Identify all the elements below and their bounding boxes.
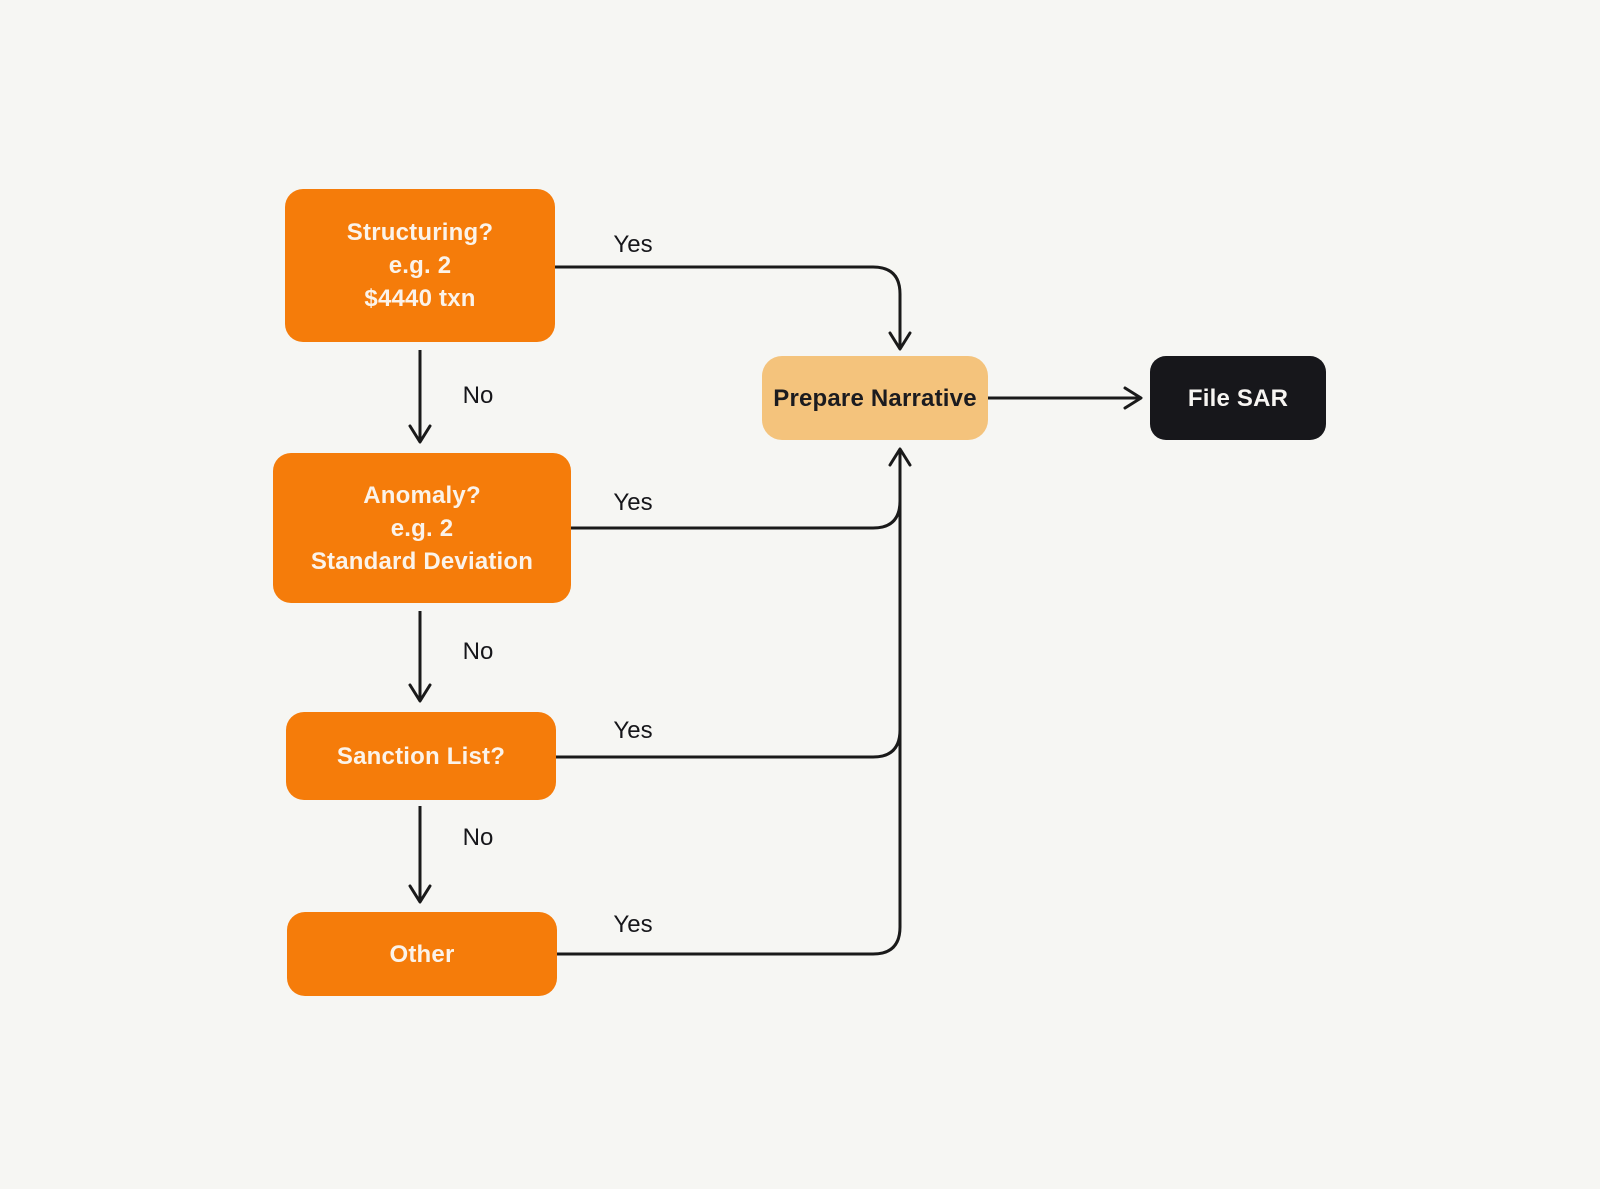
edge-label-structuring-yes: Yes — [613, 231, 653, 258]
edge-label-sanction-no: No — [462, 824, 494, 851]
edge-label-other-yes: Yes — [613, 911, 653, 938]
node-file-sar-label: File SAR — [1187, 384, 1289, 412]
node-structuring-line-3: $4440 txn — [364, 285, 476, 312]
node-prepare-narrative-label: Prepare Narrative — [773, 384, 977, 412]
node-sanction-list: Sanction List? — [286, 712, 556, 800]
edge-label-anomaly-yes: Yes — [613, 489, 653, 516]
node-structuring: Structuring? e.g. 2 $4440 txn — [285, 189, 555, 342]
node-anomaly: Anomaly? e.g. 2 Standard Deviation — [273, 453, 571, 603]
edge-label-anomaly-no: No — [462, 638, 494, 665]
node-anomaly-line-1: Anomaly? — [363, 481, 481, 509]
edge-sanction-yes — [556, 700, 902, 759]
node-other: Other — [287, 912, 557, 996]
node-prepare-narrative: Prepare Narrative — [762, 356, 988, 440]
edge-label-sanction-yes: Yes — [613, 717, 653, 744]
node-structuring-line-2: e.g. 2 — [388, 252, 452, 279]
edge-structuring-yes — [555, 265, 912, 351]
node-structuring-line-1: Structuring? — [346, 219, 494, 246]
node-other-label: Other — [389, 940, 455, 968]
node-sanction-list-label: Sanction List? — [336, 742, 506, 770]
node-file-sar: File SAR — [1150, 356, 1326, 440]
node-anomaly-line-3: Standard Deviation — [310, 547, 534, 575]
edge-label-structuring-no: No — [462, 382, 494, 409]
node-anomaly-line-2: e.g. 2 — [390, 514, 454, 542]
edge-other-yes — [557, 447, 912, 956]
